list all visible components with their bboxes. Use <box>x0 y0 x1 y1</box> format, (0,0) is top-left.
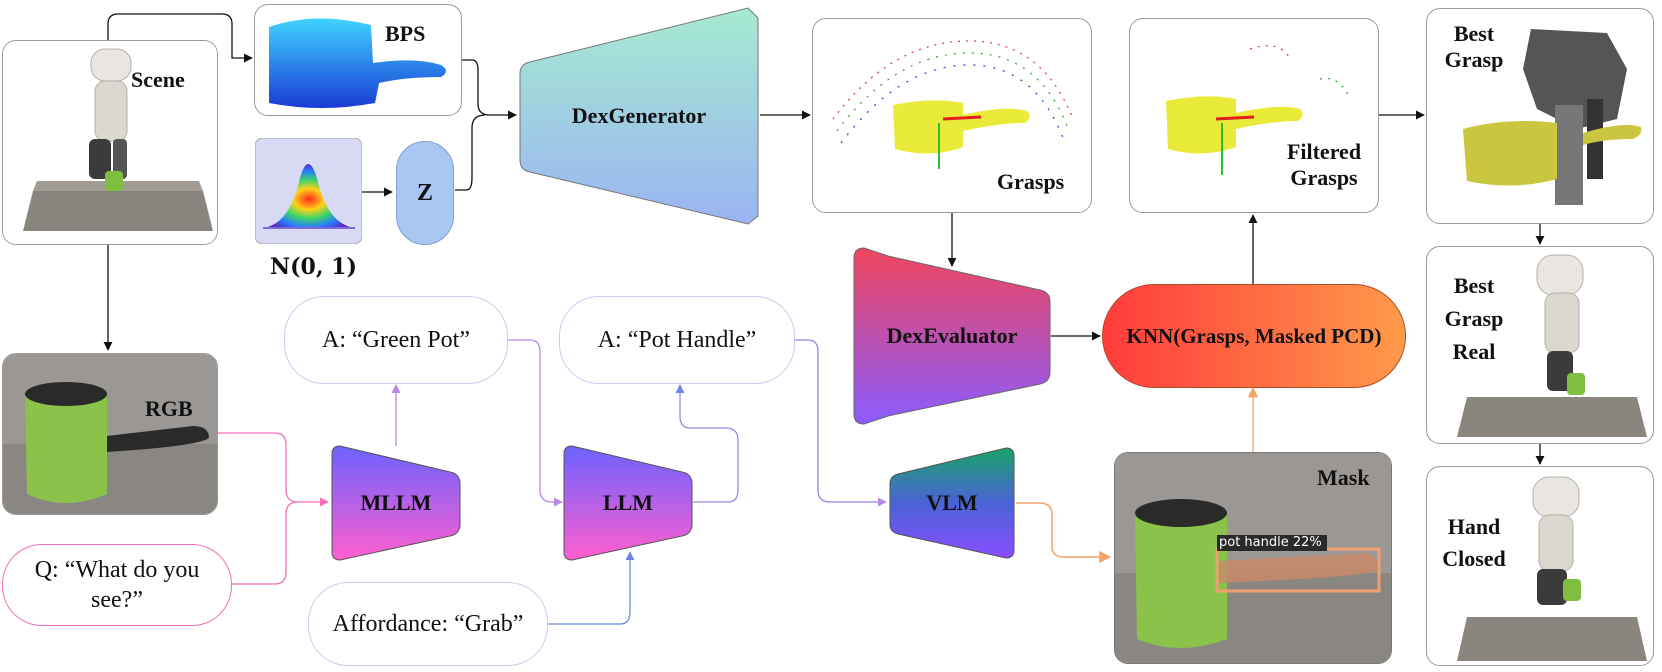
filtered-grasps-image <box>1166 45 1351 175</box>
llm-label: LLM <box>602 489 654 515</box>
z-latent: Z <box>396 141 454 245</box>
wire-affordance-llm <box>548 551 635 625</box>
vlm-label: VLM <box>926 489 978 515</box>
mask-label: Mask <box>1317 465 1370 490</box>
mask-image <box>1115 453 1391 663</box>
hand-closed-image <box>1457 476 1647 661</box>
dex-evaluator-label: DexEvaluator <box>886 322 1018 348</box>
z-label: Z <box>416 180 433 206</box>
knn-label: KNN(Grasps, Masked PCD) <box>1126 323 1382 348</box>
hand-closed-label: Hand Closed <box>1442 514 1506 571</box>
wire-rgb-mllm <box>218 432 329 507</box>
affordance-text: Affordance: “Grab” <box>332 611 524 637</box>
answer-handle-text: A: “Pot Handle” <box>597 327 757 353</box>
dex-evaluator: DexEvaluator <box>852 246 1052 426</box>
bps-label: BPS <box>385 21 426 46</box>
answer-handle-pill: A: “Pot Handle” <box>559 296 795 384</box>
bps-panel: BPS <box>254 4 462 116</box>
llm-module: LLM <box>562 444 694 562</box>
best-grasp-real-panel: Best Grasp Real <box>1426 246 1654 444</box>
dex-generator-label: DexGenerator <box>571 102 707 128</box>
rgb-panel: RGB <box>2 353 218 515</box>
mllm-module: MLLM <box>330 444 462 562</box>
wire-question-mllm <box>232 501 299 585</box>
question-pill: Q: “What do you see?” <box>2 544 232 626</box>
grasps-pointcloud-image <box>832 40 1074 169</box>
rgb-image <box>3 354 217 514</box>
bps-pointcloud-image <box>269 18 446 108</box>
mllm-label: MLLM <box>360 489 432 515</box>
wire-answer-llm <box>508 339 563 507</box>
dex-generator: DexGenerator <box>518 6 760 226</box>
mask-panel: pot handle 22% Mask <box>1114 452 1392 664</box>
filtered-grasps-panel: Filtered Grasps <box>1129 18 1379 213</box>
grasps-panel: Grasps <box>812 18 1092 213</box>
best-grasp-image <box>1463 29 1642 205</box>
best-grasp-real-image <box>1457 254 1647 437</box>
wire-z-generator <box>455 114 486 191</box>
wire-bps-generator <box>462 59 517 120</box>
best-grasp-panel: Best Grasp <box>1426 8 1654 224</box>
knn-box: KNN(Grasps, Masked PCD) <box>1102 284 1406 388</box>
question-text: Q: “What do you see?” <box>34 557 200 613</box>
scene-panel: Scene <box>2 40 218 245</box>
grasps-label: Grasps <box>997 169 1065 194</box>
affordance-pill: Affordance: “Grab” <box>308 582 548 666</box>
normal-label: N(0, 1) <box>270 254 357 280</box>
filtered-grasps-label: Filtered Grasps <box>1286 139 1362 191</box>
hand-closed-panel: Hand Closed <box>1426 466 1654 666</box>
mask-tag: pot handle 22% <box>1219 535 1322 550</box>
answer-pot-text: A: “Green Pot” <box>322 327 470 353</box>
gaussian-image <box>255 138 362 244</box>
wire-vlm-mask <box>1016 502 1112 563</box>
scene-label: Scene <box>131 67 185 92</box>
best-grasp-label: Best Grasp <box>1444 21 1504 73</box>
vlm-module: VLM <box>888 446 1016 560</box>
scene-robot-image <box>3 41 217 244</box>
answer-pot-pill: A: “Green Pot” <box>284 296 508 384</box>
rgb-label: RGB <box>145 396 193 421</box>
best-grasp-real-label: Best Grasp Real <box>1444 273 1504 364</box>
